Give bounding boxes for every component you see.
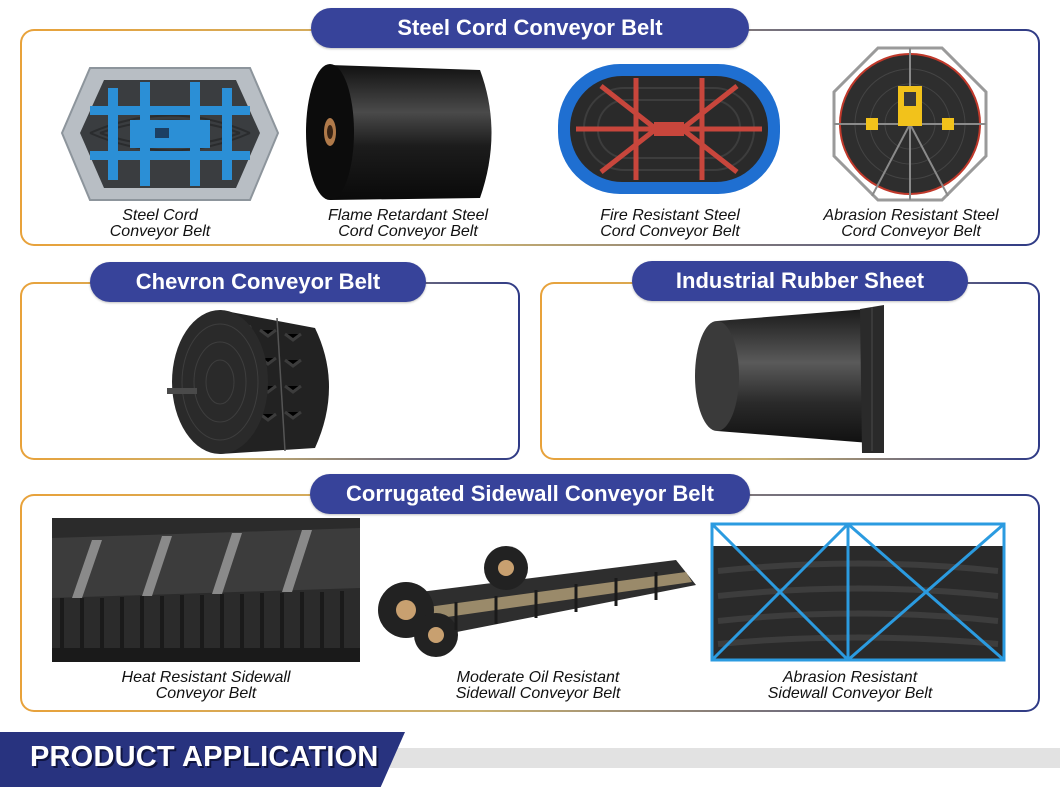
product-application-heading: PRODUCT APPLICATION [30, 741, 379, 773]
heat-resistant-sidewall-image [52, 518, 360, 662]
abrasion-resistant-sidewall-image [708, 516, 1008, 664]
rubber-sheet-image [692, 303, 892, 453]
abrasion-resistant-belt-image [832, 46, 988, 202]
flame-retardant-belt-image [305, 60, 505, 205]
oil-resistant-sidewall-image [376, 540, 702, 658]
chevron-title: Chevron Conveyor Belt [90, 262, 426, 302]
fire-resistant-belt-image [556, 62, 782, 197]
chevron-belt-image [165, 306, 343, 456]
steel-cord-belt-image [60, 58, 280, 208]
rubber-sheet-title: Industrial Rubber Sheet [632, 261, 968, 301]
banner-grey-stripe [390, 748, 1060, 768]
steel-cord-title: Steel Cord Conveyor Belt [311, 8, 749, 48]
banner-background [0, 732, 405, 787]
sidewall-title: Corrugated Sidewall Conveyor Belt [310, 474, 750, 514]
